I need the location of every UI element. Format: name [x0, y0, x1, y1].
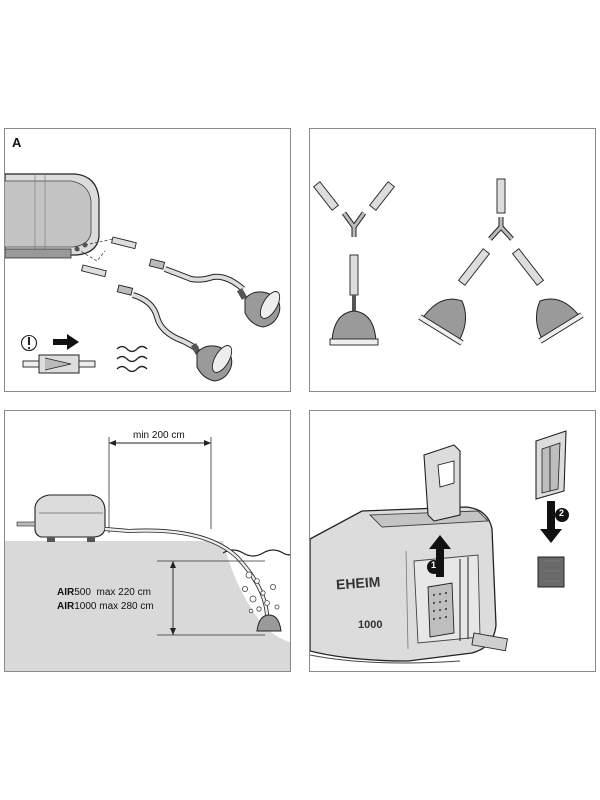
tube-segment-lower [81, 264, 199, 352]
step-1-number: 1 [431, 560, 437, 570]
model-max-depth: max 280 cm [99, 601, 154, 612]
air-stone-icon [190, 343, 233, 382]
step-2-badge [555, 508, 569, 522]
model-max-depth: max 220 cm [96, 587, 151, 598]
warning-icon [20, 334, 38, 352]
aquarium-water [5, 541, 290, 671]
panel-c-placement: min 200 cm AIR500 max 220 cm AIR1000 max… [4, 410, 291, 672]
bubbles [241, 571, 280, 614]
tube-segment-upper [111, 236, 245, 292]
wave-icon [116, 345, 148, 373]
arrow-right-icon [53, 334, 79, 350]
panel-d-illustration [310, 430, 569, 664]
model-size: 500 [74, 587, 91, 598]
pump-model-text: 1000 [358, 619, 383, 631]
y-connector-downward [457, 178, 545, 286]
air-stone-icon [418, 298, 466, 346]
model-depth-air1000: AIR1000 max 280 cm [57, 601, 154, 612]
panel-a-connection: A [4, 128, 291, 392]
panel-b-y-connectors [309, 128, 596, 392]
panel-a-illustration [5, 173, 281, 382]
y-connector-upward [312, 181, 396, 311]
model-name: AIR [57, 587, 75, 598]
air-stone-icon [256, 614, 282, 632]
air-pump-icon [5, 173, 100, 259]
panel-b-illustration [312, 178, 584, 346]
model-depth-air500: AIR500 max 220 cm [57, 587, 151, 598]
model-size: 1000 [74, 601, 97, 612]
air-stone-icon [236, 288, 281, 328]
step-2-number: 2 [559, 508, 565, 518]
air-pump-icon [310, 506, 509, 664]
air-pump-icon [16, 494, 106, 542]
filter-cover-side [535, 430, 567, 500]
air-stone-icon [536, 298, 584, 344]
panel-d-filter-replacement: 1 2 EHEIM 1000 [309, 410, 596, 672]
air-stone-icon [329, 310, 379, 346]
pump-brand-text: EHEIM [335, 573, 381, 593]
check-valve-icon [22, 354, 96, 374]
filter-pad-icon [537, 556, 565, 588]
filter-cover [423, 444, 461, 522]
arrow-down-icon [540, 501, 562, 543]
panel-c-illustration [5, 437, 290, 671]
min-distance-label: min 200 cm [133, 430, 185, 441]
model-name: AIR [57, 601, 75, 612]
step-1-badge [427, 560, 441, 574]
arrow-up-icon [429, 535, 451, 577]
panel-a-label: A [12, 135, 22, 150]
